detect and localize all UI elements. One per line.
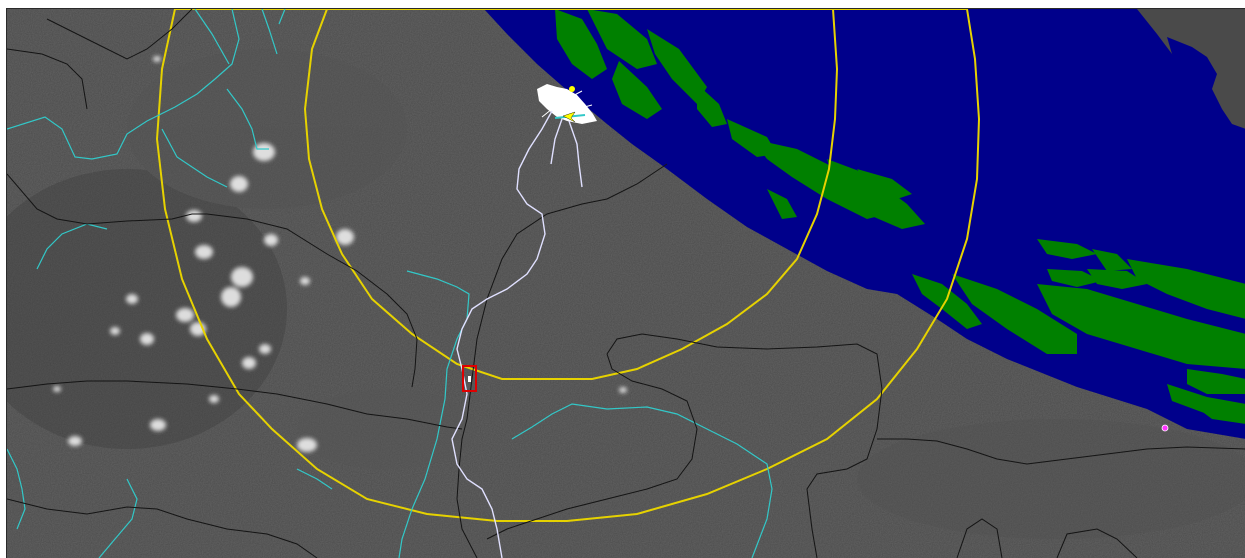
airport-beacon-icon[interactable]: [569, 86, 575, 92]
map-canvas[interactable]: [7, 9, 1245, 558]
outer-range-ring: [155, 9, 981, 522]
boundaries: [7, 9, 1245, 558]
river-islands: [555, 9, 1245, 424]
north-shore-land: [1137, 9, 1245, 129]
lagoon: [1167, 37, 1217, 89]
poi-marker-icon[interactable]: [1161, 424, 1169, 432]
town-area: [537, 84, 597, 124]
airport-icon[interactable]: [554, 111, 586, 123]
flight-track: [451, 110, 583, 558]
target-marker-icon[interactable]: [462, 365, 477, 392]
range-rings: [155, 9, 981, 522]
map-viewport[interactable]: [6, 8, 1245, 558]
inner-range-ring: [303, 9, 839, 380]
streams: [7, 9, 773, 558]
